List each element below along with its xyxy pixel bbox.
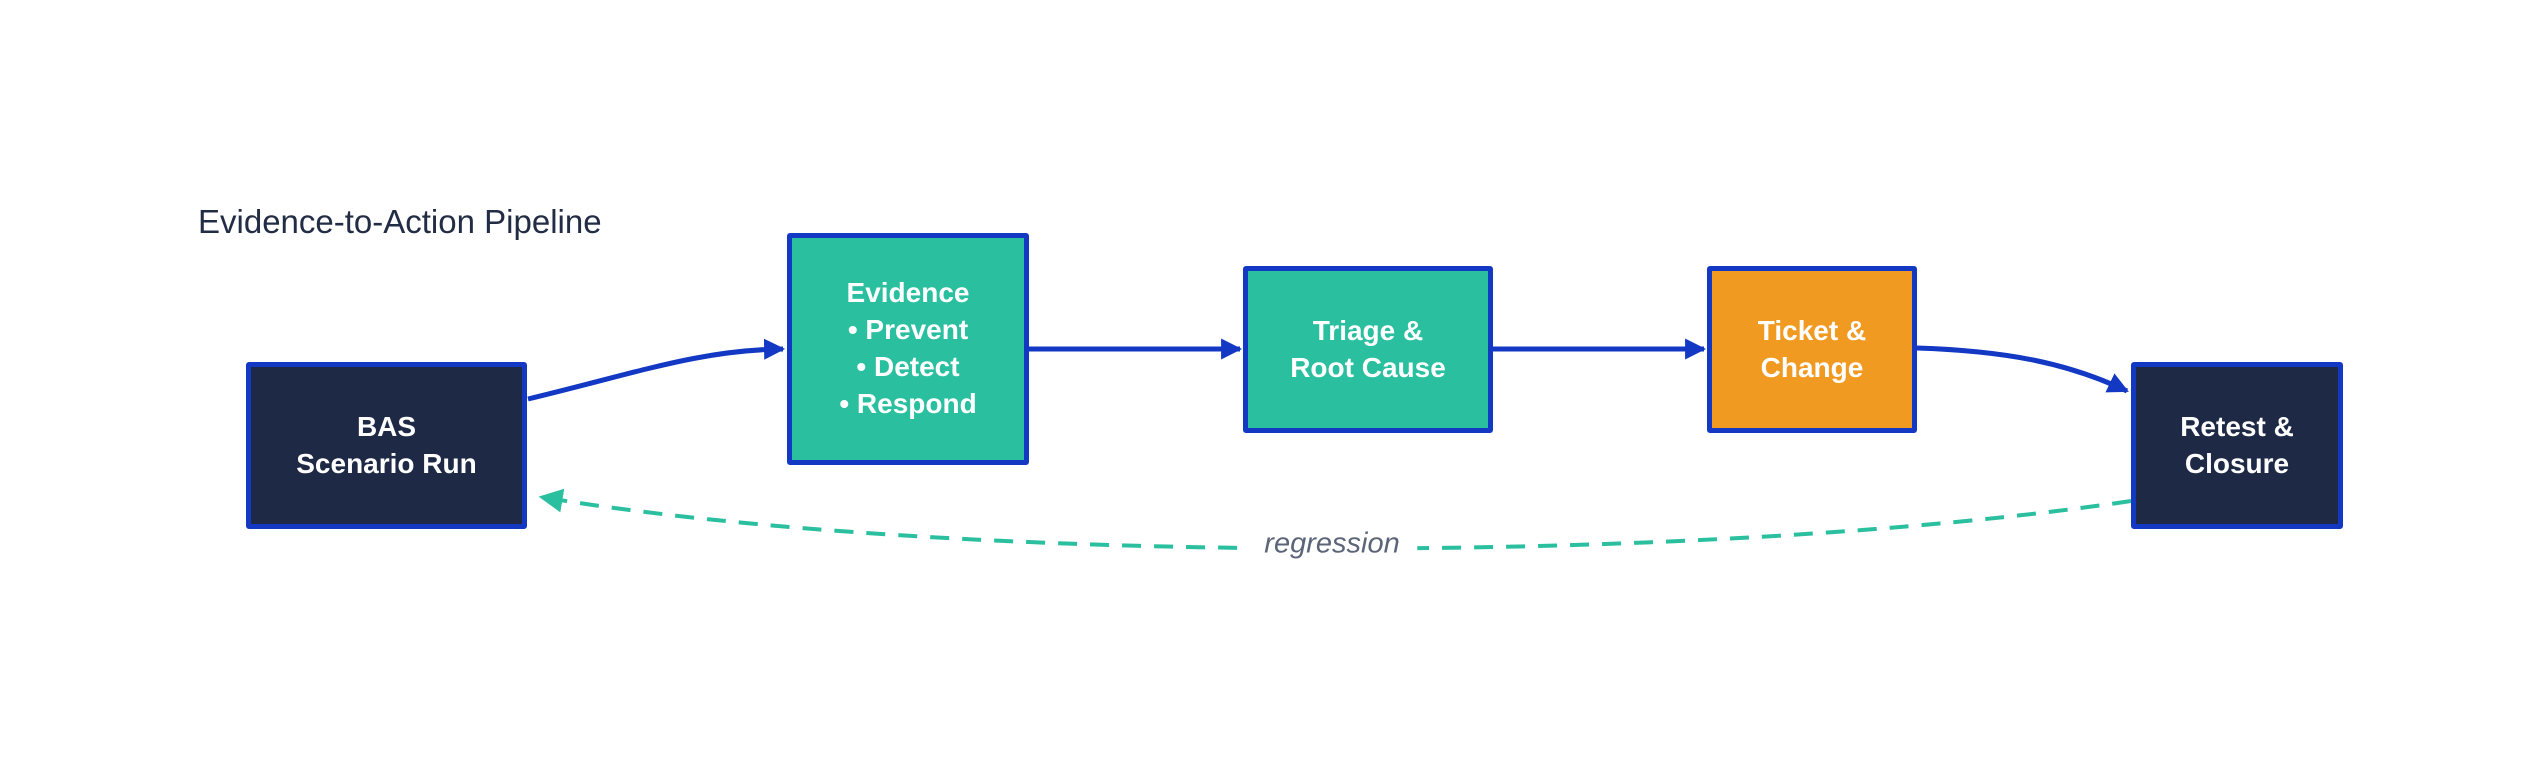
node-label-line: • Prevent (847, 314, 969, 346)
diagram-title: Evidence-to-Action Pipeline (198, 203, 602, 240)
node-label-line: • Respond (839, 387, 977, 419)
node-label-line: BAS (356, 410, 417, 442)
regression-edge-label: regression (1246, 525, 1418, 563)
node-triage-root-cause: Triage & Root Cause (1243, 266, 1493, 433)
node-label-line: Scenario Run (296, 447, 477, 479)
node-ticket-change: Ticket & Change (1707, 266, 1917, 433)
edge-ticket-to-retest (1916, 345, 2129, 394)
node-bas-scenario-run: BAS Scenario Run (246, 362, 527, 529)
node-label-line: • Detect (856, 351, 960, 382)
node-label-line: Triage & (1312, 314, 1424, 346)
node-label-line: Root Cause (1290, 351, 1446, 383)
node-label-line: Retest & (2180, 410, 2294, 442)
node-label-line: Closure (2184, 447, 2290, 479)
node-retest-closure: Retest & Closure (2131, 362, 2343, 529)
edge-bas-to-evidence (527, 338, 786, 402)
node-label-line: Evidence (846, 277, 970, 309)
node-evidence: Evidence • Prevent • Detect • Respond (787, 233, 1029, 465)
node-label-line: Ticket & (1757, 314, 1867, 346)
node-label-line: Change (1760, 351, 1864, 383)
